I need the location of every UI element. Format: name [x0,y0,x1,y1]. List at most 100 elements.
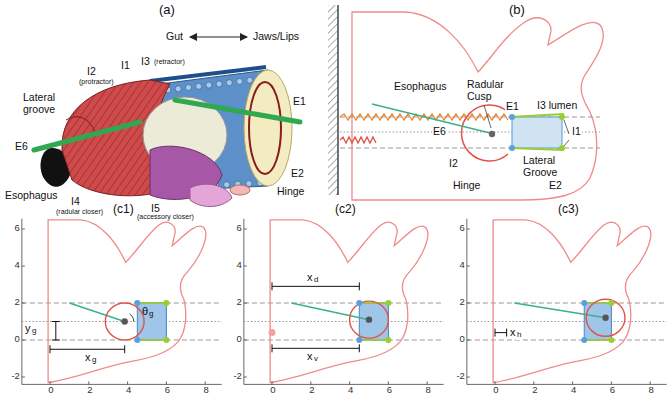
guide-line [244,303,444,304]
axis-tick [467,377,470,378]
tick-label: -2 [5,371,21,381]
guide-line [467,340,667,341]
part-label: E2 [548,180,563,192]
part-label: I1 [571,126,582,138]
axis-tick [88,381,89,384]
odontophore-circle [586,299,625,336]
dimension-tick [495,329,496,337]
part-label: (radular closer) [55,208,104,216]
panel-title: (a) [158,3,176,17]
dimension-tick [506,329,507,337]
mechanical-model [328,5,603,200]
hinge-tissue [230,185,250,195]
e2-line [510,148,564,150]
odontophore-circle [350,301,389,338]
axis-tick [533,381,534,384]
tick-label: 4 [5,260,21,270]
tick-label: 0 [265,385,281,395]
jaw [249,82,281,174]
tick-label: 8 [198,385,214,395]
axis-tick [22,266,25,267]
dimension-label: θ [141,305,149,317]
panel-title: (c3) [557,203,580,216]
direction-arrow [190,36,247,37]
odontophore-arc [461,105,508,161]
e1-line [137,302,166,304]
axis-tick [349,381,350,384]
axis-tick [388,381,389,384]
axis-tick [244,229,247,230]
tick-label: 0 [5,334,21,344]
dimension-subscript: d [313,276,319,285]
corner-dot [559,145,565,151]
part-label: (retractor) [153,58,186,66]
axis-tick [495,381,496,384]
i1-i3-block [512,117,562,148]
kinematic-plots [22,219,667,385]
muscle-bead [237,78,243,84]
corner-dot [559,114,565,120]
tick-label: 0 [488,385,504,395]
corner-dot [134,337,140,343]
part-label: I4 [70,196,81,208]
axis-tick [650,381,651,384]
part-label: (protractor) [78,78,115,86]
dimension-tick [272,282,273,290]
dimension-line [50,349,125,350]
e1-rod [175,100,300,122]
tick-label: 6 [450,223,466,233]
axis-line [21,219,22,385]
part-label: I2 [448,158,459,170]
tick-label: 4 [227,260,243,270]
tick-label: -2 [227,371,243,381]
dimension-tick [52,321,60,322]
muscle-bead [185,85,191,91]
axis-tick [272,381,273,384]
part-label: Lateral Groove [522,155,568,178]
dimension-subscript: g [31,327,37,336]
axis-tick [22,229,25,230]
e2-line [137,339,166,341]
dimension-subscript: h [516,331,522,340]
buccal-mass-illustration [34,37,300,207]
dimension-line [272,348,359,349]
tick-label: 0 [43,385,59,395]
plot-axes [244,219,444,385]
dimension-line [272,286,359,287]
center-dot [121,318,127,324]
leader-line [564,120,569,134]
muscle-bead [224,182,230,188]
corner-dot [509,114,515,120]
tick-label: 6 [159,385,175,395]
axis-tick [244,340,247,341]
axis-tick [244,377,247,378]
dimension-tick [272,344,273,352]
axis-tick [50,381,51,384]
plot-axes [467,219,667,385]
axis-tick [467,303,470,304]
radular-cusp-dot [489,131,495,137]
tick-label: 6 [604,385,620,395]
dimension-tick [50,345,51,353]
wall-hatch [328,5,338,195]
corner-dot [608,300,614,306]
axis-tick [244,266,247,267]
part-label: E2 [290,168,305,180]
part-label: Esophagus [393,81,448,93]
i1-i3-block [137,303,166,340]
corner-dot [581,337,587,343]
tick-label: 6 [381,385,397,395]
tick-label: 8 [643,385,659,395]
axis-tick [166,381,167,384]
corner-dot [385,337,391,343]
corner-dot [163,300,169,306]
corner-dot [581,300,587,306]
guide-line [467,321,667,322]
tick-label: 2 [5,297,21,307]
part-label: Lateral groove [22,92,70,115]
angle-arc [130,314,134,322]
dimension-tick [52,340,60,341]
axis-tick [22,340,25,341]
axis-tick [205,381,206,384]
